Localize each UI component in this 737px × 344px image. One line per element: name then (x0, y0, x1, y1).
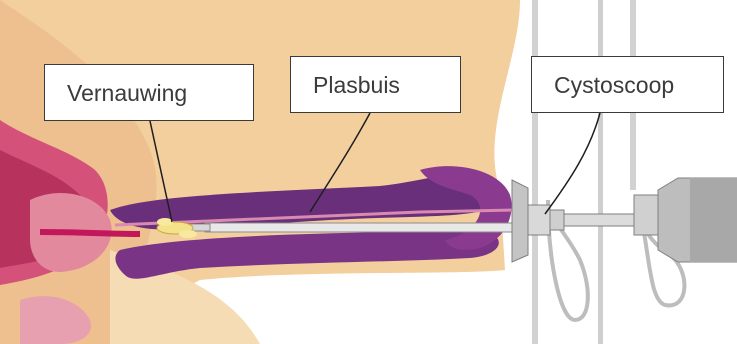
label-cystoscoop: Cystoscoop (531, 56, 724, 113)
cystoscope-shaft (205, 223, 525, 232)
label-vernauwing: Vernauwing (44, 64, 254, 121)
urethra-red (40, 232, 140, 234)
instrument-rod-vertical-1 (532, 0, 538, 344)
instrument-rod-vertical-3 (598, 0, 603, 344)
label-vernauwing-text: Vernauwing (67, 80, 187, 106)
label-plasbuis: Plasbuis (290, 56, 461, 113)
label-plasbuis-text: Plasbuis (313, 72, 400, 98)
label-cystoscoop-text: Cystoscoop (554, 72, 674, 98)
instrument-background (520, 0, 737, 344)
